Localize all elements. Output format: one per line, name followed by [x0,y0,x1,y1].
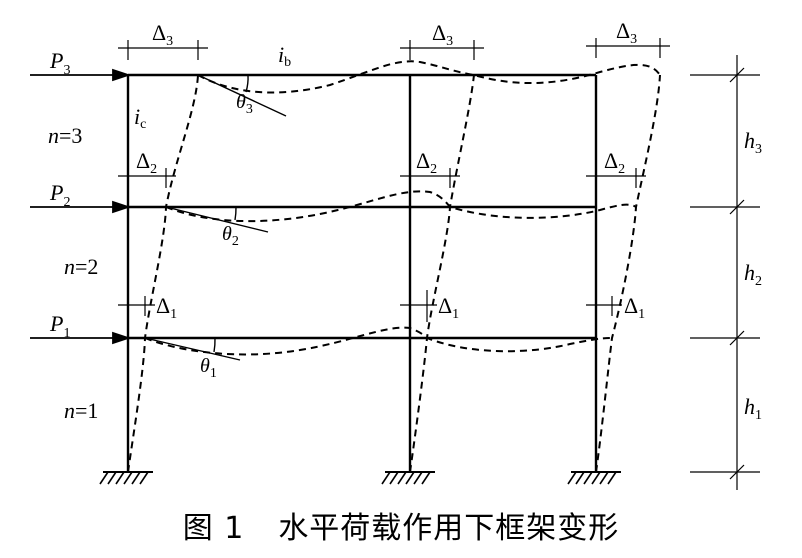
load-arrowhead-1 [112,331,131,345]
height-dimensions [690,55,760,490]
deformed-column-right [595,74,661,473]
drift-label-2a: Δ2 [136,148,157,177]
height-label-2: h2 [744,260,762,289]
load-label-2: P2 [49,180,70,210]
labels: P3 P2 P1 n=3 n=2 n=1 ib ic Δ3 Δ3 Δ3 Δ2 Δ… [48,18,762,423]
figure-caption: 图 1 水平荷载作用下框架变形 [0,500,802,558]
load-arrowhead-2 [112,200,131,214]
arc-theta-2 [234,206,237,221]
drift-label-3c: Δ3 [616,18,637,47]
load-label-3: P3 [49,48,70,78]
column-stiffness-label: ic [134,104,146,132]
support-left [99,471,153,485]
load-label-1: P1 [49,311,70,341]
deformed-shape [127,60,661,473]
deformed-beam-3 [197,60,661,94]
load-arrowhead-3 [112,68,131,82]
arc-theta-1 [213,337,216,353]
frame-deformation-svg: P3 P2 P1 n=3 n=2 n=1 ib ic Δ3 Δ3 Δ3 Δ2 Δ… [30,18,762,490]
height-label-1: h1 [744,394,762,423]
drift-label-3b: Δ3 [432,20,453,49]
beam-stiffness-label: ib [278,42,291,70]
tangent-theta-2 [165,206,269,233]
drift-label-2c: Δ2 [604,148,625,177]
undeformed-frame [126,73,598,472]
deformed-column-middle [409,74,475,473]
drift-label-1a: Δ1 [156,293,177,322]
rotation-label-1: θ1 [200,355,217,381]
rotation-tangents [144,74,287,361]
fixed-supports [99,471,621,485]
figure-title: 水平荷载作用下框架变形 [278,511,620,546]
drift-label-2b: Δ2 [416,148,437,177]
drift-label-1c: Δ1 [624,293,645,322]
support-right [567,471,621,485]
arc-theta-3 [245,74,249,93]
support-middle [381,471,435,485]
figure-number: 图 1 [182,511,245,546]
story-label-1: n=1 [64,398,98,423]
rotation-label-2: θ2 [222,223,239,249]
drift-label-3a: Δ3 [152,20,173,49]
deformed-beam-2 [165,190,637,223]
deformed-beam-1 [144,326,613,356]
load-arrows [30,68,131,345]
height-label-3: h3 [744,128,762,157]
drift-label-1b: Δ1 [438,293,459,322]
deformed-column-left [127,74,199,473]
story-label-3: n=3 [48,123,82,148]
tangent-theta-1 [144,337,241,361]
rotation-label-3: θ3 [236,91,253,117]
story-label-2: n=2 [64,254,98,279]
tangent-theta-3 [197,74,287,117]
drift-dimensions [118,38,670,322]
